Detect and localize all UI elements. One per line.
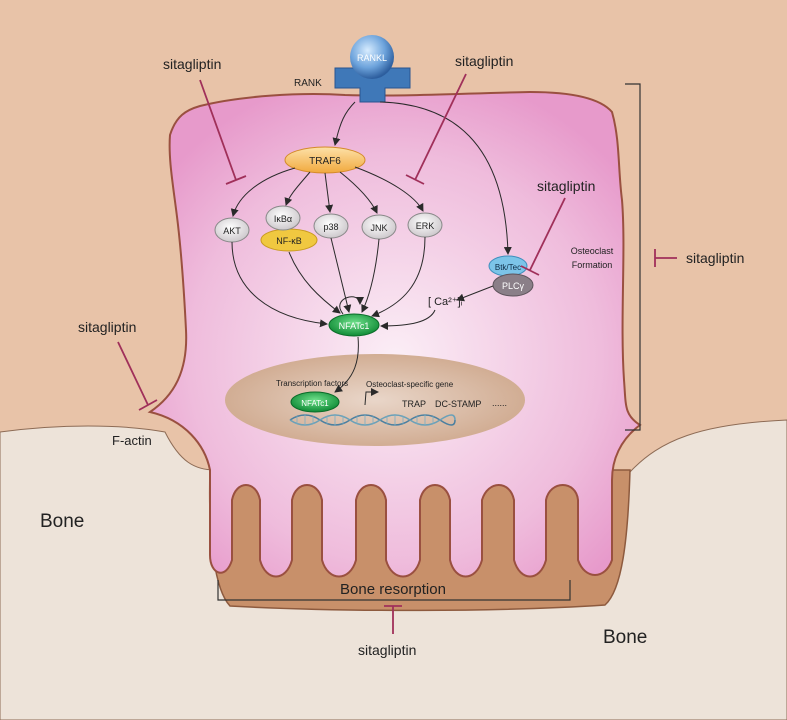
jnk-label: JNK — [370, 223, 387, 233]
trap-label: TRAP — [402, 399, 426, 409]
inhibition-lines — [117, 73, 677, 634]
ellipsis-label: ...... — [492, 398, 507, 408]
inhibitor-label-top-right: sitagliptin — [455, 53, 513, 69]
bone-resorption-bracket — [217, 580, 571, 601]
plc-node — [492, 273, 534, 297]
signaling-arrows — [230, 101, 512, 406]
nfatc1-node — [328, 313, 380, 337]
osteoclast-label: Osteoclast — [571, 246, 614, 256]
inhibitor-label-top-left: sitagliptin — [163, 56, 221, 72]
bone-left-label: Bone — [40, 511, 84, 532]
inhibitor-label-bottom: sitagliptin — [358, 642, 416, 658]
inhibitor-label-left: sitagliptin — [78, 319, 136, 335]
ikba-label: IκBα — [274, 214, 292, 224]
osteoclast-formation-bracket — [625, 83, 641, 431]
bone-right-label: Bone — [603, 627, 647, 648]
nucleus — [225, 354, 525, 446]
calcium-label: [ Ca²⁺]ᵢ — [428, 296, 463, 308]
ikba-node — [265, 205, 301, 231]
btk-label: Btk/Tec — [495, 263, 521, 272]
bone-resorption-label: Bone resorption — [340, 581, 446, 598]
nfatc1-nuclear-node — [290, 391, 340, 413]
rank-label: RANK — [294, 78, 322, 89]
erk-label: ERK — [416, 221, 435, 231]
dcstamp-label: DC-STAMP — [435, 399, 481, 409]
rankl-ligand — [350, 35, 394, 79]
dna-helix — [289, 414, 456, 426]
tf-label: Transcription factors — [276, 379, 348, 388]
akt-label: AKT — [223, 226, 241, 236]
factin-label: F-actin — [112, 433, 152, 448]
plc-label: PLCγ — [502, 281, 525, 291]
nfkb-label: NF-κB — [276, 236, 302, 246]
p38-label: p38 — [323, 222, 338, 232]
rankl-label: RANKL — [357, 53, 387, 63]
formation-label: Formation — [572, 260, 613, 270]
nfatc1-nuclear-label: NFATc1 — [301, 399, 329, 408]
gene-label: Osteoclast-specific gene — [366, 380, 454, 389]
nfatc1-label: NFATc1 — [339, 321, 370, 331]
inhibitor-label-mid-right: sitagliptin — [537, 178, 595, 194]
inhibitor-label-far-right: sitagliptin — [686, 250, 744, 266]
traf6-label: TRAF6 — [309, 156, 341, 167]
